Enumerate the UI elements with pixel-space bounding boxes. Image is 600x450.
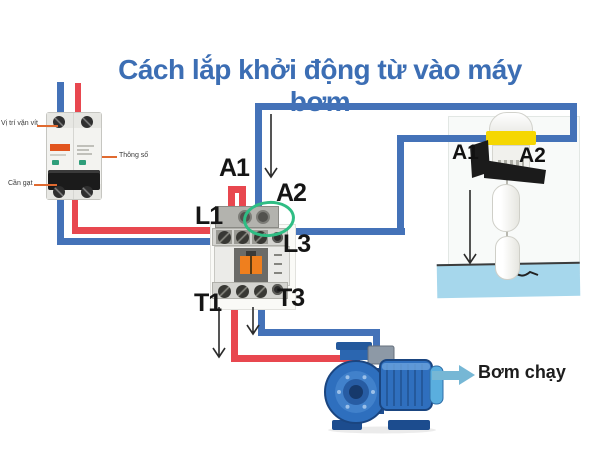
wire-live-breaker-down	[72, 196, 78, 234]
contactor-marking	[274, 263, 282, 265]
breaker-screw-top-right	[81, 116, 93, 128]
wire-neutral-t3-down	[258, 297, 265, 336]
wire-neutral-to-pump	[258, 329, 380, 336]
wire-neutral-in	[57, 82, 64, 115]
contactor-t2-terminal	[236, 285, 249, 298]
breaker-spec-line	[77, 145, 94, 147]
contactor	[210, 204, 300, 310]
breaker-lever-leader	[34, 184, 57, 186]
contactor-label-l3: L3	[283, 230, 311, 258]
float-switch-label-a1: A1	[452, 141, 479, 164]
contactor-side-terminal-bottom	[272, 284, 283, 295]
wire-coil-return-h	[262, 228, 405, 235]
float-bob-upper	[492, 184, 520, 232]
contactor-label-t3: T3	[277, 284, 305, 312]
wire-neutral-to-l3	[57, 238, 267, 245]
wire-live-to-l1	[72, 227, 235, 234]
breaker-specs-callout: Thông số	[119, 152, 149, 159]
wire-coil-right-down	[570, 103, 577, 142]
wire-live-to-pump	[231, 355, 360, 362]
breaker-pole-divider	[73, 113, 74, 199]
contactor-marking	[274, 272, 282, 274]
contactor-l3-terminal	[254, 231, 267, 244]
contactor-label-t1: T1	[194, 289, 222, 317]
contactor-l1-terminal	[218, 231, 231, 244]
breaker-screw-leader	[37, 125, 58, 127]
breaker-indicator	[79, 160, 86, 165]
contactor-label-l1: L1	[195, 202, 223, 230]
breaker-screw-bottom-right	[81, 186, 93, 198]
wire-live-t1-down	[231, 297, 238, 362]
run-arrow-icon	[432, 371, 459, 380]
contactor-t1-terminal	[218, 285, 231, 298]
wire-live-jumper-top	[228, 186, 246, 193]
wire-coil-top	[255, 103, 577, 110]
breaker-lever-callout: Cần gạt	[8, 180, 33, 187]
contactor-side-terminal-top	[272, 232, 283, 243]
breaker-screw-callout: Vị trí vặn vít	[1, 120, 38, 127]
breaker-indicator	[52, 160, 59, 165]
contactor-coil-window-divider	[250, 256, 252, 274]
contactor-a1-coil-terminal	[238, 210, 252, 224]
float-bob-lower	[495, 236, 520, 280]
float-switch-yellow-band	[486, 131, 536, 145]
flow-arrow-icon	[264, 114, 278, 179]
page-title: Cách lắp khởi động từ vào máy bơm	[118, 54, 522, 117]
contactor-notch	[246, 251, 256, 257]
wire-live-in	[75, 83, 81, 115]
float-switch-label-a2: A2	[519, 144, 546, 167]
wire-neutral-pump-drop	[373, 329, 380, 357]
breaker-screw-bottom-left	[53, 186, 65, 198]
breaker-text-line	[50, 154, 66, 156]
breaker-toggle-lever[interactable]	[48, 170, 100, 190]
wire-coil-return-down	[397, 135, 404, 235]
contactor-marking	[274, 254, 282, 256]
contactor-label-a1: A1	[219, 154, 250, 182]
breaker-brand-label	[50, 144, 70, 151]
contactor-label-a2: A2	[276, 179, 307, 207]
breaker-spec-line	[77, 149, 89, 151]
wire-coil-a2-up	[255, 103, 262, 215]
wire-live-jumper-to-a1	[239, 186, 246, 212]
contactor-t3-terminal	[254, 285, 267, 298]
contactor-l2-terminal	[236, 231, 249, 244]
run-arrow-head-icon	[459, 365, 475, 385]
contactor-a2-coil-terminal	[256, 210, 270, 224]
contactor-bottom-terminal-strip	[212, 282, 288, 299]
pump-run-label: Bơm chạy	[478, 362, 566, 382]
breaker-spec-line	[77, 153, 92, 155]
breaker-specs-leader	[102, 156, 117, 158]
wire-neutral-breaker-down	[57, 196, 64, 245]
